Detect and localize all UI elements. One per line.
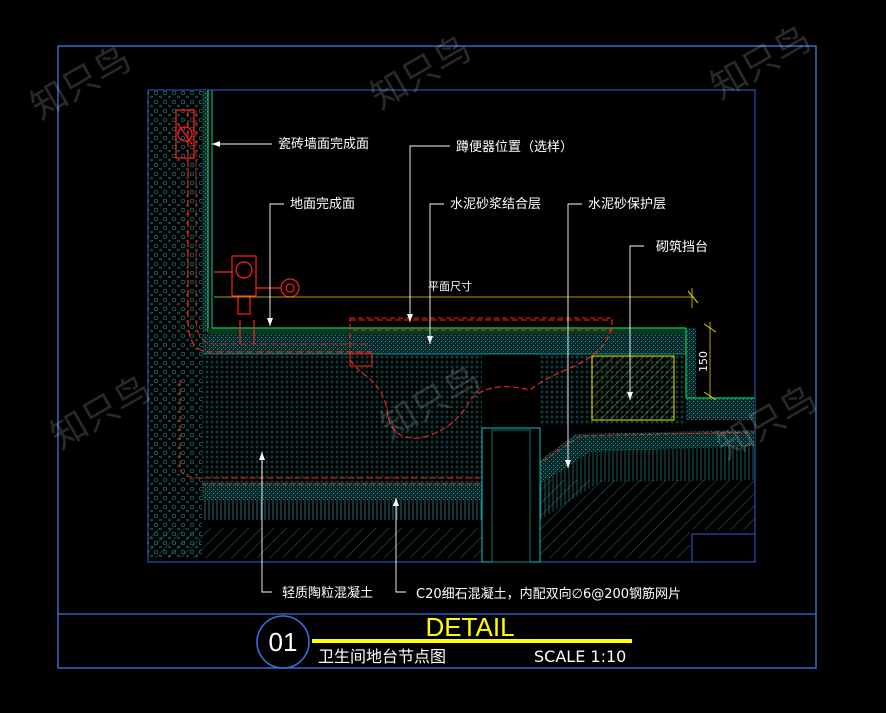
leader-floor-finish [269, 203, 284, 326]
detail-scale: SCALE 1:10 [534, 647, 626, 666]
mortar-bond-layer [202, 334, 686, 354]
supply-pipe [187, 110, 372, 353]
label-mortar-bond: 水泥砂浆结合层 [450, 197, 541, 212]
slope-protect-layer [530, 430, 755, 484]
title-underline [312, 639, 632, 643]
watermark-3: 知只鸟 [704, 18, 818, 108]
squat-toilet-outline [349, 319, 613, 439]
slope-waterproof-layer [530, 446, 755, 520]
label-c20: C20细石混凝土，内配双向∅6@200钢筋网片 [416, 586, 681, 602]
dim-150-tick-bot [703, 391, 717, 401]
leader-mortar-bond [429, 203, 444, 344]
beam-box [691, 533, 756, 563]
detail-number-circle [256, 615, 310, 669]
plan-dim-label: 平面尺寸 [428, 279, 472, 293]
valve-lower-icon [214, 255, 300, 344]
outer-frame [57, 45, 817, 669]
slab-lower-right [540, 530, 690, 558]
label-tile-wall: 瓷砖墙面完成面 [278, 137, 369, 152]
leader-mortar-protect [567, 203, 582, 468]
wall-plaster [202, 90, 208, 332]
structural-slab [148, 528, 520, 558]
waterproof-layer [202, 500, 482, 520]
valve-upper-icon [175, 109, 195, 159]
detail-number: 01 [269, 627, 298, 657]
label-toilet-position: 蹲便器位置（选样） [456, 140, 573, 155]
leader-c20 [395, 498, 406, 593]
drain-inner [491, 429, 531, 563]
watermark-6: 知只鸟 [710, 378, 824, 468]
label-floor-finish: 地面完成面 [290, 197, 355, 212]
masonry-curb [591, 355, 675, 421]
dim-150-label: 150 [697, 351, 710, 372]
label-masonry-curb: 砌筑挡台 [656, 239, 708, 255]
leader-ceramsite [261, 452, 272, 593]
toilet-inlet [349, 353, 373, 367]
wall-concrete [148, 90, 202, 558]
label-ceramsite: 轻质陶粒混凝土 [282, 585, 373, 601]
floor-tile-band [208, 328, 686, 334]
c20-layer [202, 482, 482, 500]
lower-floor-band [686, 398, 755, 420]
drain-loop-line [179, 380, 482, 479]
toilet-rim [349, 317, 613, 331]
plan-dim-tick-right [687, 290, 699, 304]
detail-title: DETAIL [425, 612, 514, 642]
leader-masonry [629, 245, 644, 400]
slope-rebar [529, 431, 756, 471]
supply-pipe-outer [195, 110, 372, 345]
leader-arrows [212, 141, 633, 506]
watermark-1: 知只鸟 [24, 38, 138, 128]
detail-subtitle: 卫生间地台节点图 [318, 647, 446, 666]
leader-toilet [409, 145, 450, 322]
watermark-4: 知只鸟 [44, 368, 158, 458]
curb-right-step [686, 328, 696, 400]
ceramsite-fill [202, 354, 482, 482]
watermark-2: 知只鸟 [364, 28, 478, 118]
dim-150-tick-top [703, 323, 717, 333]
label-mortar-protect: 水泥砂保护层 [588, 197, 666, 212]
